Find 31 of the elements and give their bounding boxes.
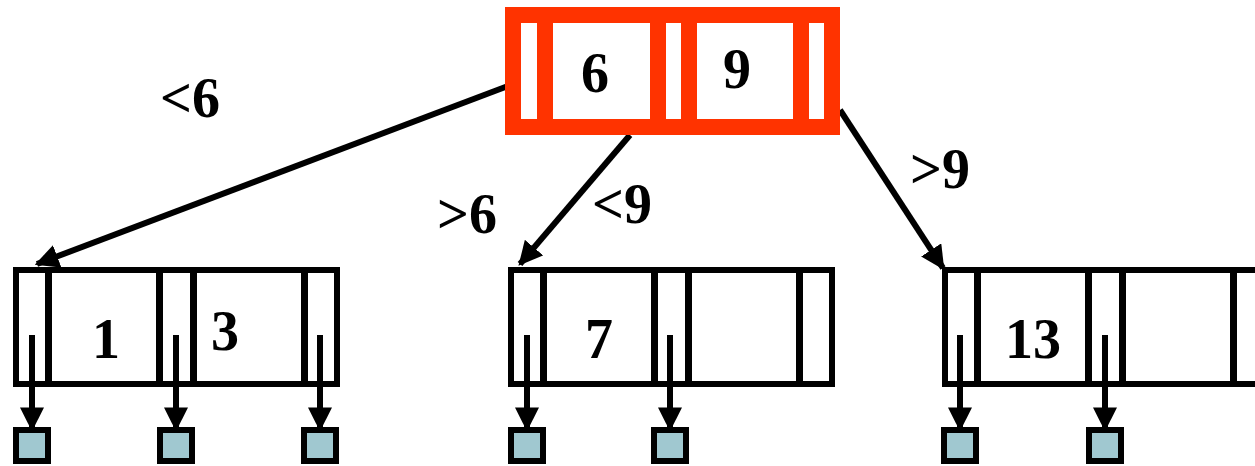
child-pointer-square [941, 427, 979, 464]
key-value: 1 [92, 311, 120, 367]
range-label: >6 [437, 186, 497, 242]
key-cell [681, 23, 809, 119]
tree-node-box [942, 267, 1255, 387]
child-pointer-square [13, 427, 51, 464]
key-value: 13 [1005, 311, 1061, 367]
key-cell [190, 273, 308, 381]
key-cell [537, 23, 666, 119]
arrow [517, 133, 633, 266]
range-label: >9 [910, 141, 970, 197]
child-pointer-square [1086, 427, 1124, 464]
tree-node-box [508, 267, 835, 387]
key-cell [540, 273, 658, 381]
child-pointer-square [508, 427, 546, 464]
key-cell [974, 273, 1092, 381]
key-value: 6 [581, 45, 609, 101]
child-pointer-square [157, 427, 195, 464]
range-label: <9 [592, 176, 652, 232]
key-value: 7 [585, 311, 613, 367]
key-cell [685, 273, 803, 381]
arrow [837, 108, 946, 270]
key-cell [1119, 273, 1237, 381]
key-value: 9 [723, 41, 751, 97]
tree-node-box [13, 267, 340, 387]
tree-node-box [505, 7, 840, 135]
key-value: 3 [211, 303, 239, 359]
child-pointer-square [301, 427, 339, 464]
range-label: <6 [160, 70, 220, 126]
child-pointer-square [651, 427, 689, 464]
key-cell [45, 273, 163, 381]
